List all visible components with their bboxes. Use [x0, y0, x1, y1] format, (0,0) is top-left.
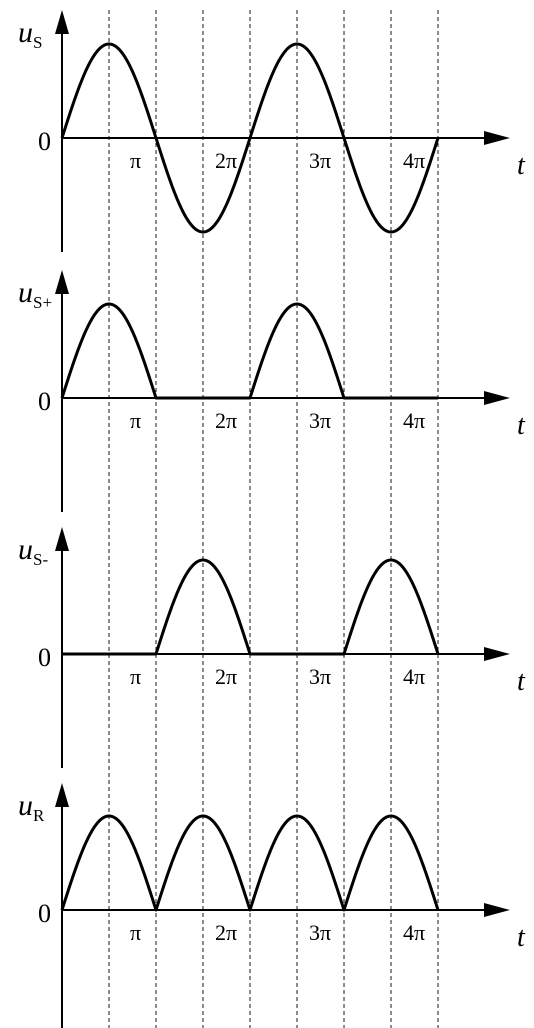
y-axis-label-subscript: S [33, 33, 42, 52]
x-tick-label: 4π [403, 920, 425, 945]
x-tick-label: π [130, 664, 141, 689]
x-tick-label: π [130, 148, 141, 173]
y-axis-label-subscript: S+ [33, 293, 52, 312]
x-axis-label: t [517, 150, 526, 181]
x-axis-arrow [484, 903, 510, 917]
waveform-line [61, 558, 440, 656]
origin-label: 0 [38, 643, 51, 672]
x-tick-label: 3π [309, 920, 331, 945]
y-axis-arrow [55, 783, 69, 807]
y-axis-label-subscript: R [33, 806, 45, 825]
x-tick-label: 2π [215, 920, 237, 945]
y-axis-label: uR [18, 789, 45, 825]
x-tick-label: 4π [403, 408, 425, 433]
y-axis-label-subscript: S- [33, 550, 48, 569]
waveform-line [60, 42, 440, 234]
x-tick-label: π [130, 920, 141, 945]
y-axis-arrow [55, 527, 69, 551]
x-tick-label: 2π [215, 664, 237, 689]
origin-label: 0 [38, 899, 51, 928]
x-axis-arrow [484, 131, 510, 145]
x-tick-label: 3π [309, 664, 331, 689]
x-axis-label: t [517, 410, 526, 441]
x-tick-label: 4π [403, 148, 425, 173]
x-tick-label: 4π [403, 664, 425, 689]
x-axis-arrow [484, 647, 510, 661]
y-axis-arrow [55, 10, 69, 34]
x-tick-label: 3π [309, 408, 331, 433]
x-tick-label: 2π [215, 148, 237, 173]
y-axis-label: uS [18, 16, 42, 52]
x-tick-label: π [130, 408, 141, 433]
x-axis-arrow [484, 391, 510, 405]
y-axis-label: uS+ [18, 276, 52, 312]
waveform-line [60, 302, 439, 400]
x-axis-label: t [517, 666, 526, 697]
y-axis-arrow [55, 270, 69, 294]
x-axis-label: t [517, 922, 526, 953]
y-axis-label: uS- [18, 533, 48, 569]
waveform-line [60, 814, 440, 912]
origin-label: 0 [38, 127, 51, 156]
x-tick-label: 3π [309, 148, 331, 173]
origin-label: 0 [38, 387, 51, 416]
x-tick-label: 2π [215, 408, 237, 433]
